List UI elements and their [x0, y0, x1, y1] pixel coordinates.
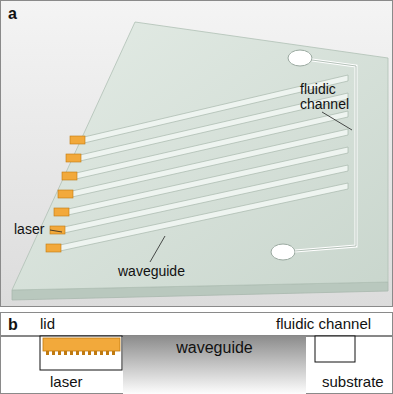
waveguide-line — [60, 183, 348, 251]
part-label: lid — [40, 316, 55, 333]
grating-tooth — [100, 351, 103, 355]
grating-tooth — [70, 351, 73, 355]
part-label: laser — [50, 374, 83, 391]
waveguide-line — [68, 147, 348, 215]
grating-tooth — [52, 351, 55, 355]
grating-tooth — [58, 351, 61, 355]
laser-chip — [66, 154, 81, 162]
grating-tooth — [112, 351, 115, 355]
laser-recess — [40, 336, 122, 370]
waveguide-line — [76, 111, 348, 179]
laser-chip — [46, 244, 61, 252]
grating-tooth — [64, 351, 67, 355]
laser-chip — [54, 208, 69, 216]
fluid-outlet — [271, 244, 295, 260]
waveguide-line — [72, 129, 348, 197]
waveguide-section: waveguide — [123, 336, 306, 394]
grating-tooth — [82, 351, 85, 355]
grating-tooth — [106, 351, 109, 355]
leader-line — [150, 236, 165, 262]
laser-chip — [58, 190, 73, 198]
leader-line — [50, 230, 62, 232]
panel-ground — [1, 1, 392, 306]
part-label: laser — [14, 222, 44, 237]
part-label: fluidic channel — [300, 82, 364, 113]
laser-chip — [70, 136, 85, 144]
grating-tooth — [46, 351, 49, 355]
part-label: waveguide — [118, 264, 185, 279]
laser-chip — [43, 338, 120, 351]
channel-section — [315, 336, 355, 362]
grating-tooth — [88, 351, 91, 355]
grating-tooth — [76, 351, 79, 355]
part-label: substrate — [322, 374, 384, 391]
glass-slab — [12, 22, 388, 290]
panel-letter: a — [8, 5, 392, 23]
laser-grating — [46, 351, 115, 355]
waveguide-line — [64, 165, 348, 233]
laser-chip — [50, 226, 65, 234]
part-name: waveguide — [123, 339, 306, 357]
laser-chip — [62, 172, 77, 180]
part-label: fluidic channel — [276, 316, 371, 333]
fluid-inlet — [288, 50, 312, 66]
panel-frame: a — [0, 0, 393, 307]
leader-line — [322, 112, 352, 130]
grating-tooth — [94, 351, 97, 355]
